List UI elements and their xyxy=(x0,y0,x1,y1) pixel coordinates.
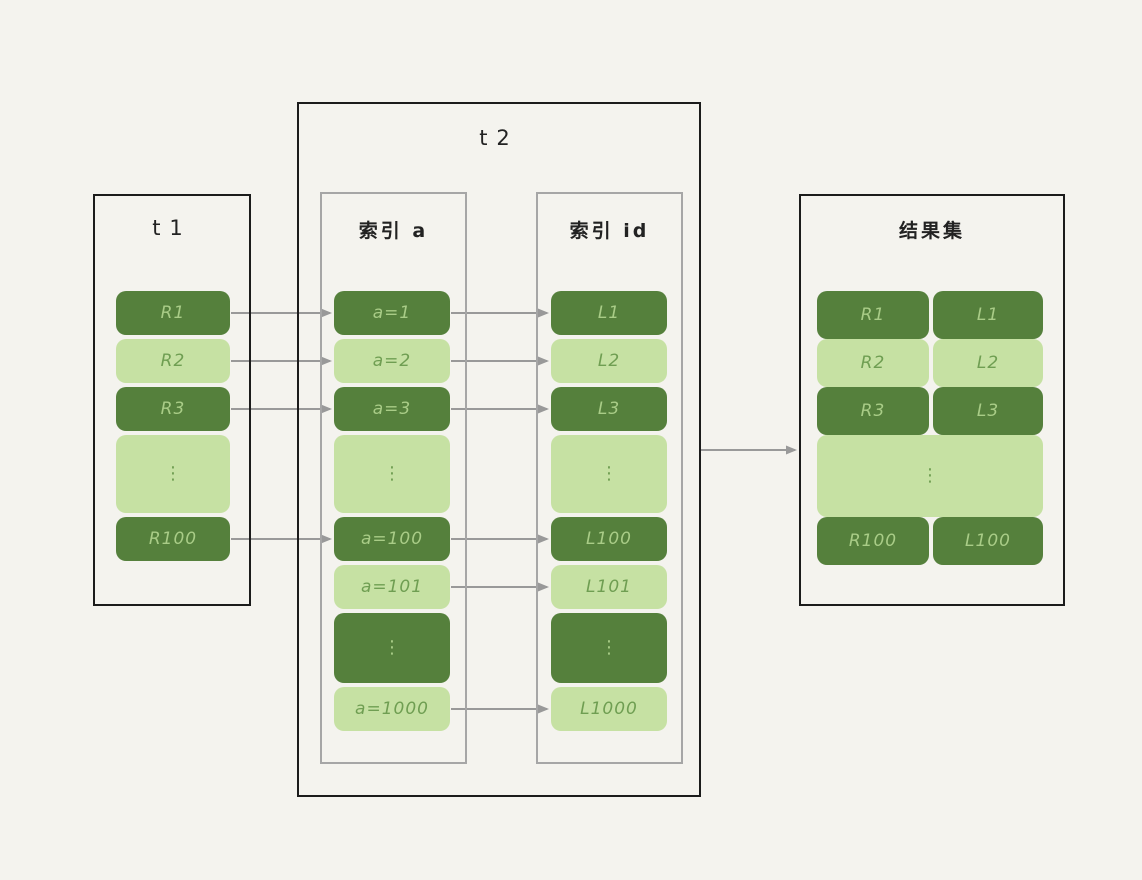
table-t1-box: t1 xyxy=(93,194,251,606)
index-a-row-cell: a=1 xyxy=(334,291,450,335)
result-left-cell: R1 xyxy=(817,291,929,339)
index-a-row-cell: a=3 xyxy=(334,387,450,431)
t1-row-cell: R100 xyxy=(116,517,230,561)
table-t2-box: t2 xyxy=(297,102,701,797)
index-id-row-cell: L101 xyxy=(551,565,667,609)
index-a-row-cell: a=2 xyxy=(334,339,450,383)
table-t2-title: t2 xyxy=(479,126,519,150)
index-a-row-cell: ⋮ xyxy=(334,613,450,683)
t1-row-cell: ⋮ xyxy=(116,435,230,513)
result-right-cell: L2 xyxy=(933,339,1043,387)
result-left-cell: R100 xyxy=(817,517,929,565)
index-id-row-cell: ⋮ xyxy=(551,435,667,513)
ellipsis-dots: ⋮ xyxy=(383,463,401,484)
index-id-row-cell: L1000 xyxy=(551,687,667,731)
ellipsis-dots: ⋮ xyxy=(600,637,618,658)
ellipsis-dots: ⋮ xyxy=(600,463,618,484)
t1-row-cell: R3 xyxy=(116,387,230,431)
index-a-row-cell: a=1000 xyxy=(334,687,450,731)
ellipsis-dots: ⋮ xyxy=(383,637,401,658)
t1-row-cell: R1 xyxy=(116,291,230,335)
result-left-cell: R3 xyxy=(817,387,929,435)
index-id-row-cell: L1 xyxy=(551,291,667,335)
index-a-row-cell: ⋮ xyxy=(334,435,450,513)
index-a-box: 索引 a xyxy=(320,192,467,764)
index-id-row-cell: L100 xyxy=(551,517,667,561)
table-t1-title: t1 xyxy=(152,216,192,240)
index-a-row-cell: a=100 xyxy=(334,517,450,561)
result-right-cell: L100 xyxy=(933,517,1043,565)
index-a-row-cell: a=101 xyxy=(334,565,450,609)
result-ellipsis-cell: ⋮ xyxy=(817,435,1043,517)
index-id-row-cell: ⋮ xyxy=(551,613,667,683)
result-right-cell: L3 xyxy=(933,387,1043,435)
result-left-cell: R2 xyxy=(817,339,929,387)
index-id-row-cell: L2 xyxy=(551,339,667,383)
result-set-box: 结果集 xyxy=(799,194,1065,606)
index-id-row-cell: L3 xyxy=(551,387,667,431)
t1-row-cell: R2 xyxy=(116,339,230,383)
index-id-box: 索引 id xyxy=(536,192,683,764)
result-right-cell: L1 xyxy=(933,291,1043,339)
index-a-title: 索引 a xyxy=(358,220,429,242)
ellipsis-dots: ⋮ xyxy=(921,465,939,486)
result-set-title: 结果集 xyxy=(898,220,965,242)
ellipsis-dots: ⋮ xyxy=(164,463,182,484)
index-id-title: 索引 id xyxy=(569,220,650,242)
